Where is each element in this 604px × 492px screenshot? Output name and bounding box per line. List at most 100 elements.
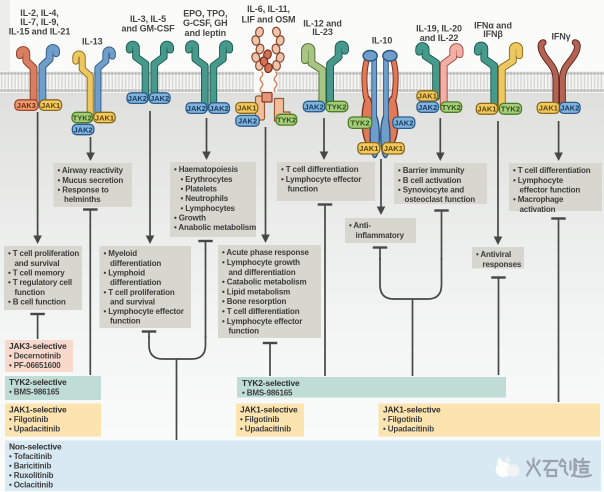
svg-text:and IL-22: and IL-22 — [420, 33, 459, 43]
svg-text:• Erythrocytes: • Erythrocytes — [181, 175, 234, 184]
svg-text:JAK1: JAK1 — [477, 105, 496, 114]
svg-text:activation: activation — [520, 205, 556, 214]
svg-text:differentiation: differentiation — [110, 278, 161, 287]
svg-text:JAK1-selective: JAK1-selective — [9, 405, 67, 415]
svg-text:function: function — [229, 327, 260, 336]
svg-text:• Lymphocyte effector: • Lymphocyte effector — [281, 175, 361, 184]
svg-text:function: function — [110, 317, 141, 326]
svg-text:• Bone resorption: • Bone resorption — [222, 297, 287, 306]
svg-text:• BMS-986165: • BMS-986165 — [242, 389, 293, 398]
svg-text:helminths: helminths — [64, 195, 101, 204]
svg-text:• Lipid metabolism: • Lipid metabolism — [222, 287, 290, 296]
svg-text:IFNγ: IFNγ — [551, 32, 570, 42]
svg-text:JAK2: JAK2 — [560, 104, 579, 113]
svg-text:JAK2: JAK2 — [304, 102, 323, 111]
svg-text:• Lymphocytes: • Lymphocytes — [181, 204, 236, 213]
svg-text:JAK3-selective: JAK3-selective — [9, 341, 67, 351]
svg-text:and GM-CSF: and GM-CSF — [122, 24, 176, 34]
svg-text:JAK2: JAK2 — [238, 117, 257, 126]
svg-text:• Antiviral: • Antiviral — [476, 250, 511, 259]
svg-text:• Barrier immunity: • Barrier immunity — [398, 166, 465, 175]
svg-text:IL-10: IL-10 — [372, 36, 393, 46]
svg-text:• Lymphocyte growth: • Lymphocyte growth — [222, 258, 300, 267]
svg-text:inflammatory: inflammatory — [356, 231, 405, 240]
svg-text:JAK1: JAK1 — [41, 101, 60, 110]
svg-text:TYK2: TYK2 — [327, 102, 346, 111]
svg-text:TYK2: TYK2 — [73, 113, 92, 122]
svg-text:• Mucus secretion: • Mucus secretion — [58, 176, 124, 185]
svg-text:• Decernotinib: • Decernotinib — [9, 352, 61, 361]
svg-text:TYK2: TYK2 — [501, 105, 520, 114]
svg-text:• Tofacitinib: • Tofacitinib — [9, 452, 52, 461]
svg-text:JAK1: JAK1 — [359, 144, 378, 153]
svg-text:• B cell activation: • B cell activation — [398, 176, 461, 185]
svg-text:• Upadacitinib: • Upadacitinib — [9, 425, 60, 434]
svg-text:• Response to: • Response to — [58, 186, 109, 195]
svg-text:• Oclacitinib: • Oclacitinib — [9, 481, 53, 490]
svg-text:TYK2: TYK2 — [442, 103, 461, 112]
svg-text:• Anabolic metabolism: • Anabolic metabolism — [174, 223, 256, 232]
svg-text:function: function — [15, 288, 46, 297]
svg-text:• BMS-986165: • BMS-986165 — [9, 388, 60, 397]
svg-text:• T regulatory cell: • T regulatory cell — [8, 278, 72, 287]
svg-text:JAK2: JAK2 — [74, 125, 93, 134]
svg-text:• T cell proliferation: • T cell proliferation — [8, 249, 79, 258]
svg-text:• Neutrophils: • Neutrophils — [181, 194, 229, 203]
svg-text:LIF and OSM: LIF and OSM — [242, 14, 296, 24]
svg-text:• Filgotinib: • Filgotinib — [240, 415, 279, 424]
svg-text:JAK1: JAK1 — [384, 144, 403, 153]
svg-text:and survival: and survival — [15, 259, 60, 268]
svg-text:• T cell memory: • T cell memory — [8, 269, 65, 278]
svg-text:• Filgotinib: • Filgotinib — [9, 415, 48, 424]
svg-text:osteoclast function: osteoclast function — [405, 195, 476, 204]
svg-text:• PF-06651600: • PF-06651600 — [9, 361, 61, 370]
svg-text:TYK2-selective: TYK2-selective — [242, 378, 300, 388]
svg-text:• Filgotinib: • Filgotinib — [383, 415, 422, 424]
svg-text:IL-19, IL-20: IL-19, IL-20 — [416, 24, 462, 34]
svg-text:Non-selective: Non-selective — [9, 442, 62, 452]
svg-text:G-CSF, GH: G-CSF, GH — [183, 18, 228, 28]
svg-text:TYK2: TYK2 — [350, 119, 369, 128]
svg-text:differentiation: differentiation — [110, 259, 161, 268]
svg-text:JAK2: JAK2 — [210, 104, 229, 113]
svg-text:• Lymphocyte effector: • Lymphocyte effector — [104, 307, 184, 316]
svg-text:IFNα and: IFNα and — [474, 21, 512, 31]
svg-text:• Upadacitinib: • Upadacitinib — [240, 425, 291, 434]
svg-text:JAK2: JAK2 — [394, 119, 413, 128]
svg-text:• Growth: • Growth — [174, 214, 206, 223]
svg-text:• Baricitinib: • Baricitinib — [9, 462, 51, 471]
svg-text:JAK1-selective: JAK1-selective — [240, 405, 298, 415]
svg-text:JAK1: JAK1 — [539, 104, 558, 113]
svg-text:• T cell differentiation: • T cell differentiation — [513, 166, 591, 175]
svg-text:JAK1: JAK1 — [95, 113, 114, 122]
svg-text:JAK2: JAK2 — [150, 94, 169, 103]
svg-text:JAK1: JAK1 — [237, 104, 256, 113]
svg-text:IL-6, IL-11,: IL-6, IL-11, — [247, 4, 290, 14]
svg-text:JAK1-selective: JAK1-selective — [383, 405, 441, 415]
svg-text:IL-23: IL-23 — [312, 27, 333, 37]
svg-text:IL-15 and IL-21: IL-15 and IL-21 — [9, 26, 71, 36]
svg-text:JAK1: JAK1 — [418, 92, 437, 101]
svg-text:IL-13: IL-13 — [82, 37, 103, 47]
svg-text:and survival: and survival — [110, 297, 155, 306]
svg-text:• B cell function: • B cell function — [8, 297, 66, 306]
svg-text:JAK2: JAK2 — [418, 103, 437, 112]
svg-text:TYK2-selective: TYK2-selective — [9, 377, 67, 387]
svg-text:• Myeloid: • Myeloid — [104, 249, 138, 258]
svg-text:EPO, TPO,: EPO, TPO, — [183, 8, 227, 18]
svg-text:function: function — [288, 185, 319, 194]
svg-text:and differentiation: and differentiation — [229, 268, 296, 277]
svg-text:• Catabolic metabolism: • Catabolic metabolism — [222, 278, 306, 287]
svg-text:JAK2: JAK2 — [128, 94, 147, 103]
svg-text:• Macrophage: • Macrophage — [513, 195, 564, 204]
svg-text:• Lymphocyte: • Lymphocyte — [513, 176, 564, 185]
svg-text:TYK2: TYK2 — [277, 116, 296, 125]
svg-text:• Upadacitinib: • Upadacitinib — [383, 425, 434, 434]
svg-text:• Acute phase response: • Acute phase response — [222, 248, 309, 257]
svg-text:• Airway reactivity: • Airway reactivity — [58, 166, 124, 175]
svg-text:• Lymphoid: • Lymphoid — [104, 269, 146, 278]
svg-text:IL-2, IL-4,: IL-2, IL-4, — [20, 8, 58, 18]
svg-text:effector function: effector function — [520, 186, 581, 195]
svg-text:IL-3, IL-5: IL-3, IL-5 — [130, 14, 166, 24]
svg-text:JAK3: JAK3 — [17, 101, 36, 110]
